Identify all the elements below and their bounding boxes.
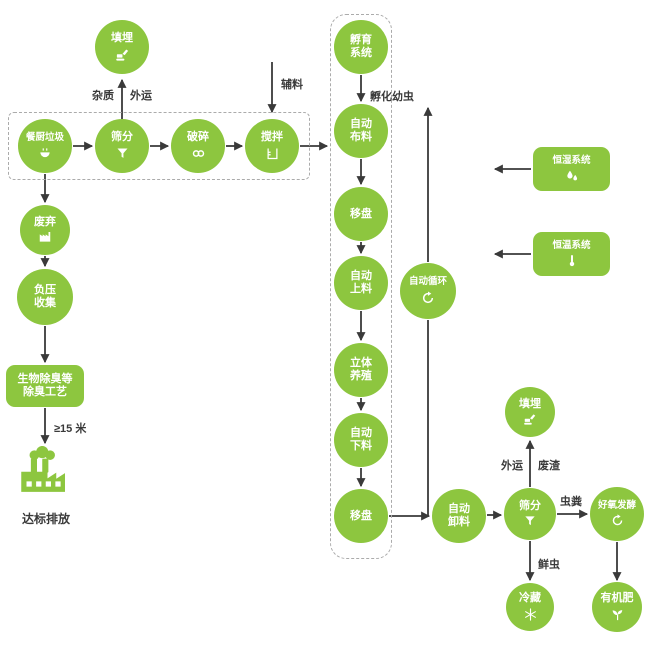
node-discard: 废弃: [20, 205, 70, 255]
node-negative-pressure-label: 负压 收集: [34, 284, 56, 309]
factory-smoke-icon: [21, 446, 65, 492]
node-negative-pressure: 负压 收集: [17, 269, 73, 325]
node-mixing-label: 搅拌: [261, 131, 283, 144]
node-landfill-top-label: 填埋: [111, 32, 133, 45]
cycle-icon: [612, 514, 622, 526]
node-deodorization: 生物除臭等 除臭工艺: [6, 365, 84, 407]
edge-label-distance: ≥15 米: [54, 423, 87, 435]
node-aerobic-fermentation: 好氧发酵: [590, 487, 644, 541]
sprout-icon: [612, 610, 622, 621]
node-discard-label: 废弃: [34, 215, 56, 228]
node-screening-top-label: 筛分: [111, 131, 133, 144]
factory-icon: [39, 232, 51, 243]
breeding-line-group-box: [330, 14, 392, 559]
node-crushing: 破碎: [171, 119, 225, 173]
crusher-icon: [192, 150, 204, 157]
node-humidity-system: 恒湿系统: [533, 147, 610, 191]
edge-label-waste-residue: 废渣: [538, 460, 560, 472]
edge-label-impurity: 杂质: [92, 90, 114, 102]
node-tray-move-1-label: 移盘: [350, 207, 372, 220]
edge-label-outbound-top: 外运: [130, 90, 152, 102]
node-auto-loading: 自动 上料: [334, 256, 388, 310]
node-auto-discharging-label: 自动 卸料: [448, 503, 470, 528]
node-humidity-system-label: 恒湿系统: [552, 155, 591, 167]
edge-label-outbound-bottom: 外运: [501, 460, 523, 472]
node-stereo-breeding: 立体 养殖: [334, 343, 388, 397]
node-landfill-top: 填埋: [95, 20, 149, 74]
node-kitchen-waste: 餐厨垃圾: [18, 119, 72, 173]
node-mixing: 搅拌: [245, 119, 299, 173]
node-auto-cycle-label: 自动循环: [408, 276, 447, 288]
node-screening-bottom-label: 筛分: [519, 499, 541, 512]
node-incubation-system: 孵育 系统: [334, 20, 388, 74]
node-tray-move-2: 移盘: [334, 489, 388, 543]
node-temperature-system: 恒温系统: [533, 232, 610, 276]
node-auto-cycle: 自动循环: [400, 263, 456, 319]
arrows-group: [40, 62, 622, 582]
node-auto-discharging: 自动 卸料: [432, 489, 486, 543]
node-organic-fertilizer-label: 有机肥: [600, 592, 634, 605]
node-temperature-system-label: 恒温系统: [552, 239, 591, 251]
snowflake-icon: [524, 608, 536, 621]
node-auto-unloading-label: 自动 下料: [350, 427, 372, 452]
node-kitchen-waste-label: 餐厨垃圾: [25, 132, 64, 144]
water-drops-icon: [566, 170, 577, 180]
node-crushing-label: 破碎: [187, 131, 209, 144]
food-waste-icon: [40, 147, 50, 157]
node-organic-fertilizer: 有机肥: [592, 582, 642, 632]
node-cold-storage: 冷藏: [506, 583, 554, 631]
node-tray-move-1: 移盘: [334, 187, 388, 241]
excavator-icon: [115, 49, 128, 61]
node-standard-discharge-label: 达标排放: [21, 512, 70, 526]
node-tray-move-2-label: 移盘: [350, 509, 372, 522]
thermometer-icon: [569, 255, 574, 267]
recycle-icon: [422, 291, 434, 303]
node-landfill-bottom-label: 填埋: [519, 397, 541, 410]
node-landfill-bottom: 填埋: [505, 387, 555, 437]
excavator-icon: [524, 414, 536, 426]
node-auto-spreading-label: 自动 布料: [350, 118, 372, 143]
node-auto-spreading: 自动 布料: [334, 104, 388, 158]
node-cold-storage-label: 冷藏: [519, 592, 541, 605]
edge-label-fresh-insects: 鲜虫: [538, 559, 560, 571]
node-incubation-system-label: 孵育 系统: [350, 34, 372, 59]
node-aerobic-fermentation-label: 好氧发酵: [597, 499, 636, 511]
node-deodorization-label: 生物除臭等 除臭工艺: [17, 373, 73, 398]
node-screening-bottom: 筛分: [504, 488, 556, 540]
node-auto-loading-label: 自动 上料: [350, 270, 372, 295]
funnel-icon: [117, 148, 127, 158]
node-auto-unloading: 自动 下料: [334, 413, 388, 467]
pretreatment-group-box: [8, 112, 310, 180]
edge-label-hatched-larvae: 孵化幼虫: [370, 91, 414, 103]
node-stereo-breeding-label: 立体 养殖: [350, 357, 372, 382]
node-screening-top: 筛分: [95, 119, 149, 173]
funnel-icon: [525, 516, 535, 526]
edge-label-auxiliary: 辅料: [281, 79, 303, 91]
mixer-icon: [267, 148, 277, 160]
edge-label-insect-manure: 虫粪: [560, 496, 582, 508]
